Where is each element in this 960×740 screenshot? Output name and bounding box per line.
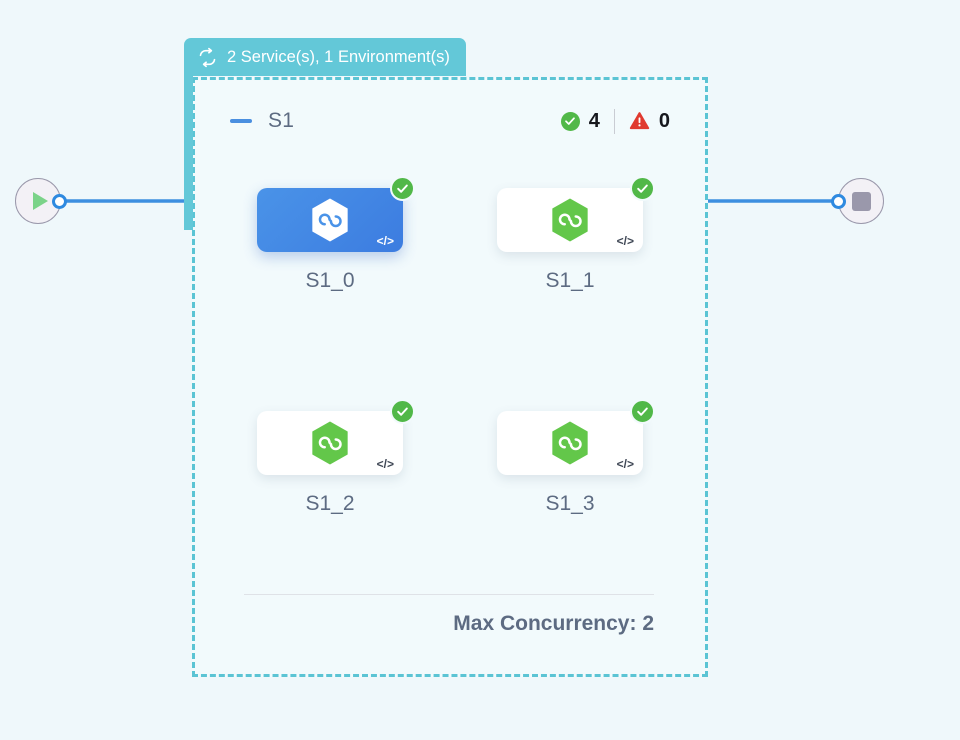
footer-divider	[244, 594, 654, 595]
service-node-3[interactable]: </> S1_3	[497, 399, 655, 516]
service-label: S1_2	[305, 492, 355, 515]
end-node-target-handle[interactable]	[831, 194, 846, 209]
code-brackets-icon: </>	[376, 457, 394, 471]
service-label: S1_3	[545, 492, 595, 515]
service-card[interactable]: </>	[257, 399, 415, 475]
loop-refresh-icon	[197, 47, 218, 68]
code-brackets-icon: </>	[616, 457, 634, 471]
hexagon-loop-icon	[309, 420, 351, 466]
service-card[interactable]: </>	[497, 176, 655, 252]
warning-triangle-icon	[629, 111, 650, 131]
code-brackets-icon: </>	[616, 234, 634, 248]
service-group-container[interactable]	[192, 77, 708, 677]
code-brackets-icon: </>	[376, 234, 394, 248]
status-badge-success	[390, 399, 415, 424]
service-card[interactable]: </>	[257, 176, 415, 252]
service-node-2[interactable]: </> S1_2	[257, 399, 415, 516]
group-name-label: S1	[268, 109, 295, 132]
minus-collapse-icon[interactable]	[230, 119, 252, 123]
play-icon	[33, 192, 48, 210]
service-card[interactable]: </>	[497, 399, 655, 475]
service-node-1[interactable]: </> S1_1	[497, 176, 655, 293]
status-badge-success	[630, 176, 655, 201]
status-badge-success	[630, 399, 655, 424]
counter-divider	[613, 108, 615, 134]
max-concurrency-label: Max Concurrency: 2	[453, 612, 654, 635]
hexagon-loop-icon	[549, 420, 591, 466]
status-badge-success	[390, 176, 415, 201]
service-node-0[interactable]: </> S1_0	[257, 176, 415, 293]
check-circle-icon	[560, 111, 580, 131]
service-label: S1_0	[305, 269, 355, 292]
group-header-rail	[184, 70, 193, 230]
start-node-source-handle[interactable]	[52, 194, 67, 209]
success-count: 4	[588, 109, 600, 132]
group-title-row: S1 4 0	[230, 104, 670, 138]
hexagon-loop-icon	[309, 197, 351, 243]
status-counters: 4 0	[560, 108, 670, 134]
stop-icon	[851, 191, 871, 211]
group-header-tab[interactable]: 2 Service(s), 1 Environment(s)	[184, 38, 466, 76]
warning-count: 0	[658, 109, 670, 132]
service-label: S1_1	[545, 269, 595, 292]
group-header-title: 2 Service(s), 1 Environment(s)	[227, 47, 450, 66]
hexagon-loop-icon	[549, 197, 591, 243]
